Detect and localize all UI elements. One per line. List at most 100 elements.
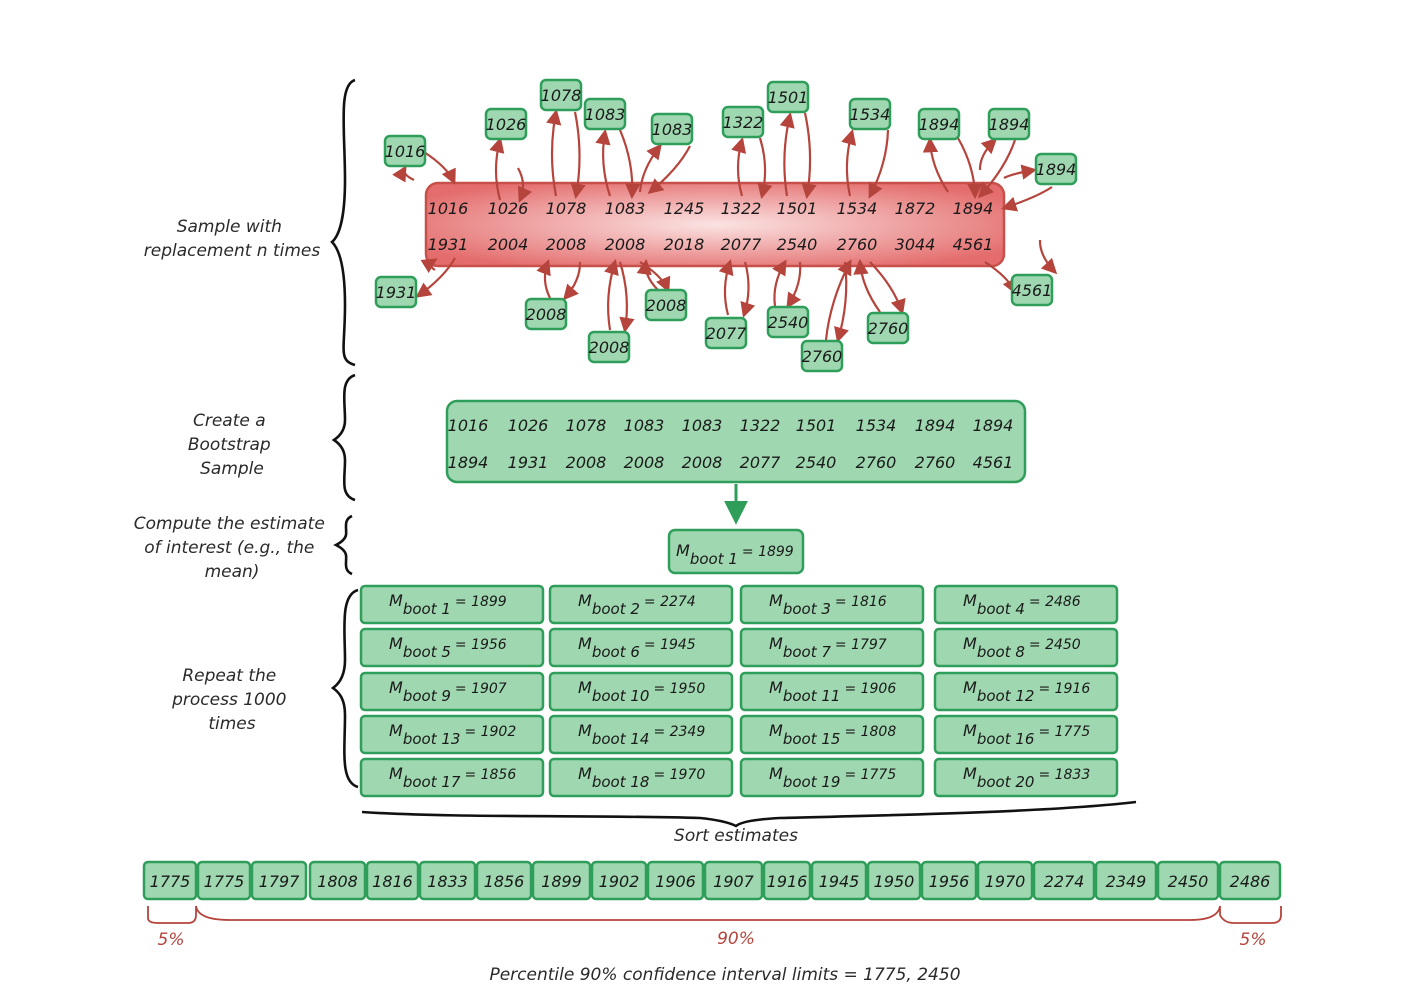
step-sample-label: Sample with replacement n times <box>144 217 321 261</box>
boot-estimate-text: Mboot 17= 1856 <box>389 764 516 791</box>
original-value: 2540 <box>777 235 818 254</box>
boot-estimate-text: Mboot 8= 2450 <box>963 634 1081 661</box>
sorted-estimate-box: 1816 <box>365 860 420 901</box>
estimate-symbol: M <box>578 634 592 653</box>
sorted-estimate-value: 1950 <box>874 872 915 891</box>
sampling-arrow <box>595 128 612 197</box>
brace-bootstrap <box>331 373 356 502</box>
sorted-estimate-value: 2450 <box>1168 872 1209 891</box>
boot-estimate-text: Mboot 20= 1833 <box>963 764 1090 791</box>
original-value: 1245 <box>664 199 705 218</box>
drawn-value: 1534 <box>850 105 891 124</box>
bootstrap-value: 1078 <box>566 416 607 435</box>
drawn-value-box: 1894 <box>987 107 1031 141</box>
boot-estimate-text: Mboot 12= 1916 <box>963 678 1090 705</box>
boot-estimate-value: = 2450 <box>1029 637 1081 653</box>
sorted-estimate-value: 1856 <box>484 872 525 891</box>
boot-estimate-sub: boot 10 <box>592 687 650 705</box>
footer-text: Percentile 90% confidence interval limit… <box>489 965 960 985</box>
estimate-symbol: M <box>389 764 403 783</box>
bootstrap-value: 1026 <box>508 416 549 435</box>
boot-estimate-sub: boot 17 <box>403 773 461 791</box>
bootstrap-value: 2008 <box>624 453 665 472</box>
sorted-estimate-box: 1945 <box>810 860 868 901</box>
drawn-value-box: 2760 <box>800 339 844 373</box>
original-value: 1083 <box>605 199 646 218</box>
drawn-value-box: 2008 <box>644 288 688 322</box>
sorted-estimate-value: 2274 <box>1044 872 1085 891</box>
bootstrap-value: 1894 <box>915 416 956 435</box>
boot-estimate-text: Mboot 3= 1816 <box>769 591 887 618</box>
sampling-arrow <box>977 139 1017 199</box>
sorted-estimate-value: 1916 <box>767 872 808 891</box>
drawn-value: 1894 <box>1036 160 1077 179</box>
boot-estimate-sub: boot 14 <box>592 730 650 748</box>
drawn-value: 1083 <box>585 105 626 124</box>
boot-estimate-sub: boot 8 <box>977 643 1025 661</box>
original-value: 2008 <box>605 235 646 254</box>
boot-estimate-value: = 1816 <box>835 594 887 610</box>
sorted-estimate-value: 1907 <box>713 872 755 891</box>
drawn-value-box: 1083 <box>583 97 627 131</box>
boot-estimate-text: Mboot 15= 1808 <box>769 721 896 748</box>
drawn-value-box: 1534 <box>848 97 892 131</box>
bootstrap-value: 2077 <box>740 453 782 472</box>
sampling-arrow <box>1003 164 1038 180</box>
sorted-estimate-value: 1899 <box>541 872 582 891</box>
drawn-value-box: 1016 <box>383 134 427 168</box>
original-value: 1078 <box>546 199 587 218</box>
drawn-value: 2008 <box>589 338 630 357</box>
boot-estimate-sub: boot 3 <box>783 600 831 618</box>
boot-estimate-text: Mboot 1= 1899 <box>389 591 507 618</box>
bootstrap-value: 1083 <box>682 416 723 435</box>
bootstrap-value: 4561 <box>973 453 1014 472</box>
sorted-estimate-box: 2486 <box>1218 860 1282 901</box>
boot-estimate-value: = 1916 <box>1038 681 1090 697</box>
original-sample-box <box>424 181 1006 268</box>
original-value: 2018 <box>664 235 705 254</box>
drawn-value-box: 1894 <box>917 107 961 141</box>
original-value: 2077 <box>721 235 763 254</box>
original-value: 2760 <box>837 235 878 254</box>
sampling-arrow <box>562 261 582 301</box>
sampling-arrow <box>638 143 662 193</box>
sorted-estimate-value: 1816 <box>372 872 413 891</box>
boot-estimate-cell: Mboot 11= 1906 <box>739 671 925 712</box>
boot-estimate-cell: Mboot 20= 1833 <box>933 757 1119 798</box>
boot-estimate-text: Mboot 10= 1950 <box>578 678 705 705</box>
estimate-box: Mboot 1= 1899 <box>667 528 805 575</box>
sorted-estimate-box: 1775 <box>142 860 198 901</box>
sorted-estimate-box: 2349 <box>1094 860 1158 901</box>
estimate-symbol: M <box>769 721 783 740</box>
sorted-estimate-value: 1775 <box>150 872 191 891</box>
boot-estimate-text: Mboot 16= 1775 <box>963 721 1090 748</box>
boot-estimate-text: Mboot 11= 1906 <box>769 678 896 705</box>
boot-estimate-value: = 1775 <box>1038 724 1090 740</box>
boot-estimate-value: = 2349 <box>653 724 705 740</box>
boot-estimate-text: Mboot 4= 2486 <box>963 591 1081 618</box>
boot-estimate-cell: Mboot 16= 1775 <box>933 714 1119 755</box>
estimate-symbol: M <box>389 678 403 697</box>
drawn-value: 1083 <box>652 120 693 139</box>
boot-estimate-sub: boot 18 <box>592 773 650 791</box>
sampling-arrow <box>489 137 505 201</box>
boot-estimate-cell: Mboot 19= 1775 <box>739 757 925 798</box>
sampling-arrow <box>922 136 949 193</box>
sorted-estimate-box: 1970 <box>976 860 1034 901</box>
boot-estimate-sub: boot 13 <box>403 730 461 748</box>
boot-estimate-value: = 1906 <box>844 681 896 697</box>
original-value: 1026 <box>488 199 529 218</box>
estimate-symbol: M <box>963 721 977 740</box>
left-tail-label: 5% <box>158 930 185 950</box>
boot-estimate-value: = 1856 <box>464 767 516 783</box>
sampling-arrow <box>824 259 852 341</box>
sorted-estimate-box: 1899 <box>531 860 592 901</box>
sorted-estimate-box: 1950 <box>866 860 922 901</box>
bootstrap-value: 2008 <box>566 453 607 472</box>
sampling-arrow <box>536 259 551 299</box>
boot-estimate-cell: Mboot 8= 2450 <box>933 627 1119 668</box>
boot-estimate-cell: Mboot 5= 1956 <box>359 627 545 668</box>
drawn-value: 4561 <box>1012 281 1053 300</box>
original-value: 1894 <box>953 199 994 218</box>
sampling-arrow <box>869 261 906 315</box>
